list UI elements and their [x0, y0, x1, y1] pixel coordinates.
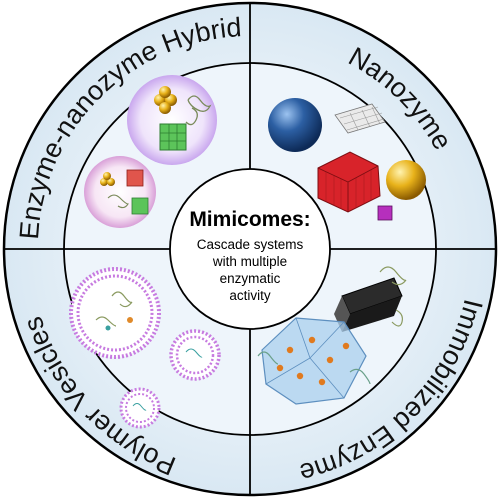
vesicles-illustration [69, 267, 221, 429]
enzyme-framework-icon [257, 351, 371, 385]
center-title: Mimicomes: [189, 208, 310, 231]
enzyme-vesicle-small-icon [132, 403, 147, 411]
hybrid-bubble-small [84, 156, 156, 228]
green-cube-small-icon [131, 197, 149, 215]
hybrid-bubble-large [127, 75, 217, 165]
center-circle [169, 168, 331, 330]
enzyme-icon [185, 95, 212, 126]
enzyme-small-icon [107, 194, 130, 209]
red-crystal-icon [317, 151, 381, 213]
hybrid-illustration [84, 75, 217, 228]
gold-cluster-icon [154, 86, 177, 114]
enzyme-rod-icon [379, 266, 407, 327]
gold-cluster-small-icon [100, 172, 115, 186]
graphene-sheet-icon [334, 103, 386, 134]
polyhedron-framework-icon [261, 317, 367, 405]
center-line-1: Cascade systems [197, 237, 304, 252]
vesicle-large [69, 267, 161, 359]
red-cube-icon [126, 169, 144, 187]
nanozyme-illustration [268, 98, 426, 221]
immobilized-illustration [257, 266, 407, 405]
vesicle-medium [169, 329, 221, 381]
gold-sphere-icon [386, 160, 426, 200]
center-line-4: activity [229, 288, 271, 303]
center-line-2: with multiple [212, 254, 287, 269]
green-cube-icon [159, 123, 187, 151]
enzyme-vesicle-large-icon [95, 291, 133, 327]
enzyme-vesicle-medium-icon [185, 348, 203, 358]
purple-cube-icon [377, 205, 393, 221]
blue-sphere-icon [268, 98, 322, 152]
center-line-3: enzymatic [220, 271, 281, 286]
